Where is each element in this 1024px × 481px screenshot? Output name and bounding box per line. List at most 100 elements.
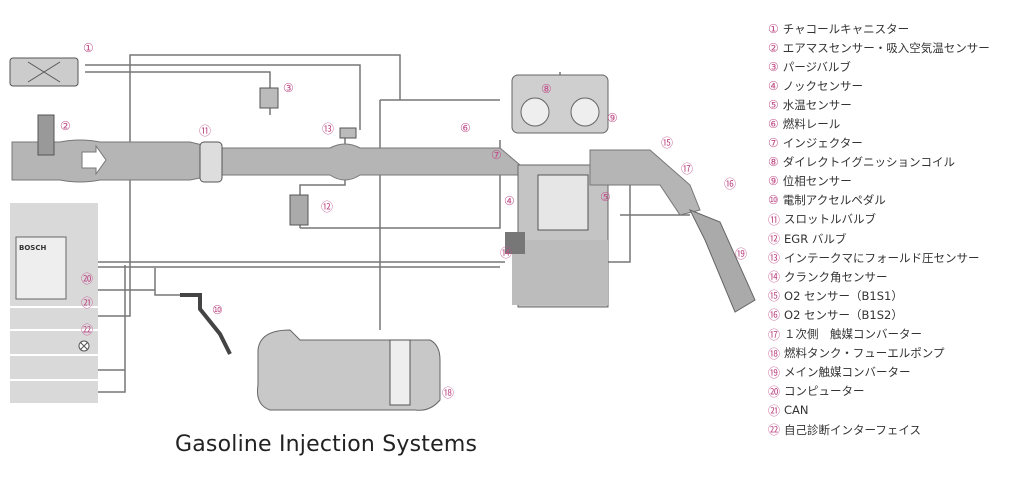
legend-label: 燃料タンク・フューエルポンプ xyxy=(784,346,945,361)
legend-label: インテークマにフォールド圧センサー xyxy=(784,250,980,265)
legend-num: ⑰ xyxy=(768,327,781,342)
legend-num: ⑫ xyxy=(768,232,781,247)
legend-label: チャコールキャニスター xyxy=(782,21,910,36)
legend-label: 水温センサー xyxy=(782,97,852,112)
callout-13: ⑬ xyxy=(322,122,334,136)
legend-num: ⑥ xyxy=(768,117,779,132)
legend-num: ① xyxy=(768,21,779,36)
legend-label: 燃料レール xyxy=(782,117,841,132)
callout-1: ① xyxy=(83,41,94,55)
callout-18: ⑱ xyxy=(442,386,454,400)
callout-3: ③ xyxy=(283,81,294,95)
callouts: ① ② ③ ④ ⑤ ⑥ ⑦ ⑧ ⑨ ⑩ ⑪ ⑫ ⑬ ⑭ ⑮ ⑯ ⑰ ⑱ ⑲ ⑳ … xyxy=(60,41,747,400)
legend-label: ノックセンサー xyxy=(782,78,864,93)
legend-num: ② xyxy=(768,40,779,55)
legend-num: ㉑ xyxy=(768,403,781,418)
diagram-title: Gasoline Injection Systems xyxy=(175,432,478,457)
callout-17: ⑰ xyxy=(681,162,693,176)
legend-label: メイン触媒コンバーター xyxy=(784,365,911,380)
legend-num: ⑬ xyxy=(768,251,781,266)
callout-4: ④ xyxy=(504,194,515,208)
callout-10: ⑩ xyxy=(212,303,223,317)
callout-9: ⑨ xyxy=(607,111,618,125)
egr-valve xyxy=(289,194,309,226)
legend-label: エアマスセンサー・吸入空気温センサー xyxy=(782,40,990,55)
fuel-tank xyxy=(257,329,441,411)
legend-num: ⑭ xyxy=(768,270,781,285)
charcoal-canister xyxy=(9,57,79,87)
callout-12: ⑫ xyxy=(321,200,333,214)
legend-label: コンピューター xyxy=(784,384,865,399)
legend-label: 自己診断インターフェイス xyxy=(784,422,921,437)
legend-num: ⑩ xyxy=(768,193,779,208)
legend-num: ⑯ xyxy=(768,308,781,323)
ecu-computer xyxy=(15,236,67,300)
legend-num: ⑤ xyxy=(768,97,779,112)
legend-label: パージバルブ xyxy=(782,59,851,74)
legend-label: ダイレクトイグニッションコイル xyxy=(782,155,956,170)
legend-num: ⑳ xyxy=(768,384,781,399)
legend-label: クランク角センサー xyxy=(784,269,888,284)
air-mass-sensor xyxy=(37,114,55,156)
ecu-panel: BOSCH xyxy=(10,203,98,403)
legend-num: ⑪ xyxy=(768,212,781,227)
legend-num: ⑮ xyxy=(768,289,781,304)
legend-num: ③ xyxy=(768,59,779,74)
legend-num: ④ xyxy=(768,78,779,93)
engine xyxy=(505,74,609,308)
legend-label: 位相センサー xyxy=(782,174,852,189)
callout-7: ⑦ xyxy=(491,148,502,162)
legend-label: １次側 触媒コンバーター xyxy=(784,327,923,342)
manifold-pressure-sensor xyxy=(339,127,357,139)
ecu-brand: BOSCH xyxy=(19,244,46,252)
callout-6: ⑥ xyxy=(460,121,471,135)
exhaust xyxy=(589,149,756,313)
legend-label: 電制アクセルペダル xyxy=(782,193,886,208)
callout-20: ⑳ xyxy=(81,272,93,286)
legend-label: O2 センサー（B1S1） xyxy=(784,288,903,303)
callout-5: ⑤ xyxy=(600,190,611,204)
legend-num: ⑱ xyxy=(768,346,781,361)
legend-label: O2 センサー（B1S2） xyxy=(784,307,903,322)
legend-num: ㉒ xyxy=(768,423,781,438)
purge-valve xyxy=(259,87,279,109)
legend-label: EGR バルブ xyxy=(784,231,847,246)
legend-num: ⑨ xyxy=(768,174,779,189)
callout-22: ㉒ xyxy=(81,323,93,337)
accelerator-pedal xyxy=(180,293,232,355)
legend-num: ⑧ xyxy=(768,155,779,170)
callout-15: ⑮ xyxy=(661,136,673,150)
callout-8: ⑧ xyxy=(541,82,552,96)
callout-16: ⑯ xyxy=(724,177,736,191)
intake-pipe xyxy=(11,114,521,183)
callout-19: ⑲ xyxy=(735,247,747,261)
callout-14: ⑭ xyxy=(500,246,512,260)
injection-system-diagram: BOSCH ① xyxy=(9,41,756,411)
legend-num: ⑲ xyxy=(768,365,781,380)
legend-label: CAN xyxy=(784,403,809,418)
legend-label: スロットルバルブ xyxy=(784,212,877,227)
callout-2: ② xyxy=(60,119,71,133)
callout-21: ㉑ xyxy=(81,296,93,310)
